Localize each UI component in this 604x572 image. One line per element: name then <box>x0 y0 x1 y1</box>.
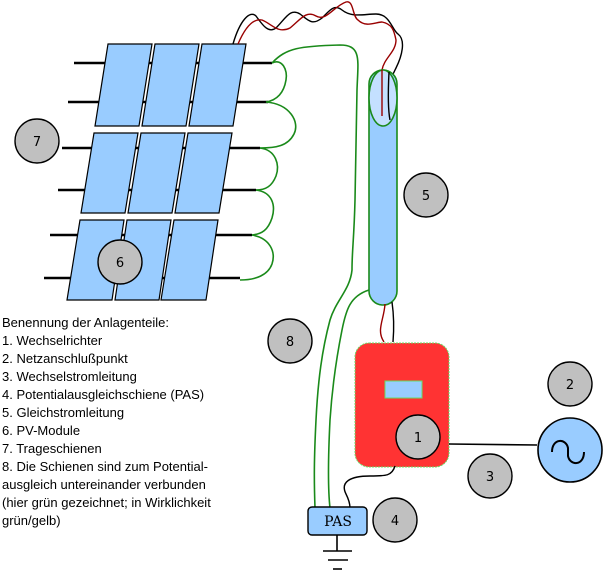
ground-icon <box>323 535 352 570</box>
dc-line-wires <box>232 1 404 115</box>
svg-text:8: 8 <box>286 335 294 350</box>
svg-text:7: 7 <box>33 135 41 150</box>
pv-module <box>141 43 200 127</box>
legend-item: 5. Gleichstromleitung <box>2 405 125 420</box>
legend-item: 8. Die Schienen sind zum Potential- <box>2 459 208 474</box>
badge-3: 3 <box>467 453 513 499</box>
legend-item: (hier grün gezeichnet; in Wirklichkeit <box>2 495 211 510</box>
pv-module <box>80 132 139 214</box>
legend-item: ausgleich untereinander verbunden <box>2 477 206 492</box>
inverter-ground-wire <box>343 465 396 509</box>
badge-8: 8 <box>267 318 313 364</box>
dc-wire-negative-lower <box>391 301 395 343</box>
pv-module <box>174 132 233 214</box>
svg-text:4: 4 <box>391 514 399 529</box>
legend-item: 2. Netzanschlußpunkt <box>2 351 128 366</box>
ac-sine-icon <box>551 440 585 464</box>
pas-label: PAS <box>324 514 352 530</box>
legend-item: 4. Potentialausgleichschiene (PAS) <box>2 387 205 402</box>
dc-wire-positive-lower <box>379 303 386 343</box>
pv-modules <box>66 43 247 301</box>
legend-item: 3. Wechselstromleitung <box>2 369 137 384</box>
badge-6: 6 <box>97 239 143 285</box>
ac-line <box>448 443 538 446</box>
pv-module <box>160 219 219 301</box>
badge-2: 2 <box>547 361 593 407</box>
legend: Benennung der Anlagenteile: 1. Wechselri… <box>2 314 211 530</box>
pv-module <box>188 43 247 127</box>
legend-item: 1. Wechselrichter <box>2 333 103 348</box>
svg-text:3: 3 <box>486 470 494 485</box>
legend-item: grün/gelb) <box>2 513 61 528</box>
dc-conduit <box>368 69 398 306</box>
bonding-wire <box>239 44 370 509</box>
inverter-display <box>384 380 423 399</box>
svg-text:2: 2 <box>566 378 574 393</box>
pas-bar: PAS <box>307 506 368 536</box>
dc-wire-positive <box>237 1 397 115</box>
grid-connection <box>537 417 603 483</box>
legend-item: 6. PV-Module <box>2 423 81 438</box>
legend-item: 7. Trageschienen <box>2 441 102 456</box>
badge-4: 4 <box>372 497 418 543</box>
dc-wire-negative <box>232 6 404 113</box>
badge-7: 7 <box>14 118 60 164</box>
badge-1: 1 <box>395 414 441 460</box>
svg-text:1: 1 <box>414 431 422 446</box>
pv-module <box>94 43 153 127</box>
pv-module <box>127 132 186 214</box>
legend-title: Benennung der Anlagenteile: <box>2 315 169 330</box>
svg-text:6: 6 <box>116 256 124 271</box>
svg-text:5: 5 <box>422 189 430 204</box>
badge-5: 5 <box>403 172 449 218</box>
